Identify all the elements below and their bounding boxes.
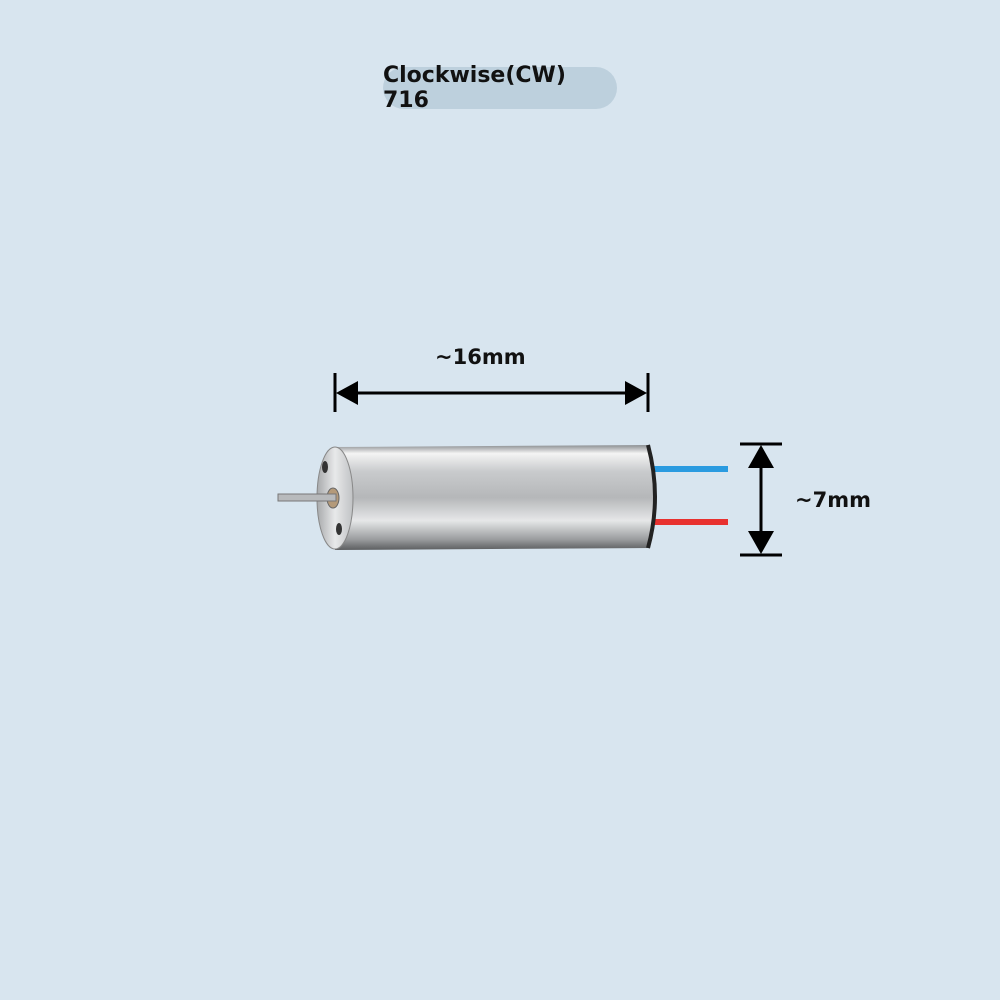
- motor-rear-cap: [646, 444, 657, 549]
- length-dimension-arrow: [333, 373, 650, 412]
- red-wire: [650, 519, 728, 525]
- mount-hole-icon: [336, 523, 342, 535]
- length-label: ~16mm: [435, 345, 526, 369]
- diameter-dimension-arrow: [740, 442, 782, 557]
- title-badge: Clockwise(CW) 716: [383, 63, 617, 113]
- motor-body: [335, 445, 655, 550]
- diameter-label: ~7mm: [795, 488, 871, 512]
- blue-wire: [650, 466, 728, 472]
- motor-shaft: [277, 493, 337, 502]
- mount-hole-icon: [322, 461, 328, 473]
